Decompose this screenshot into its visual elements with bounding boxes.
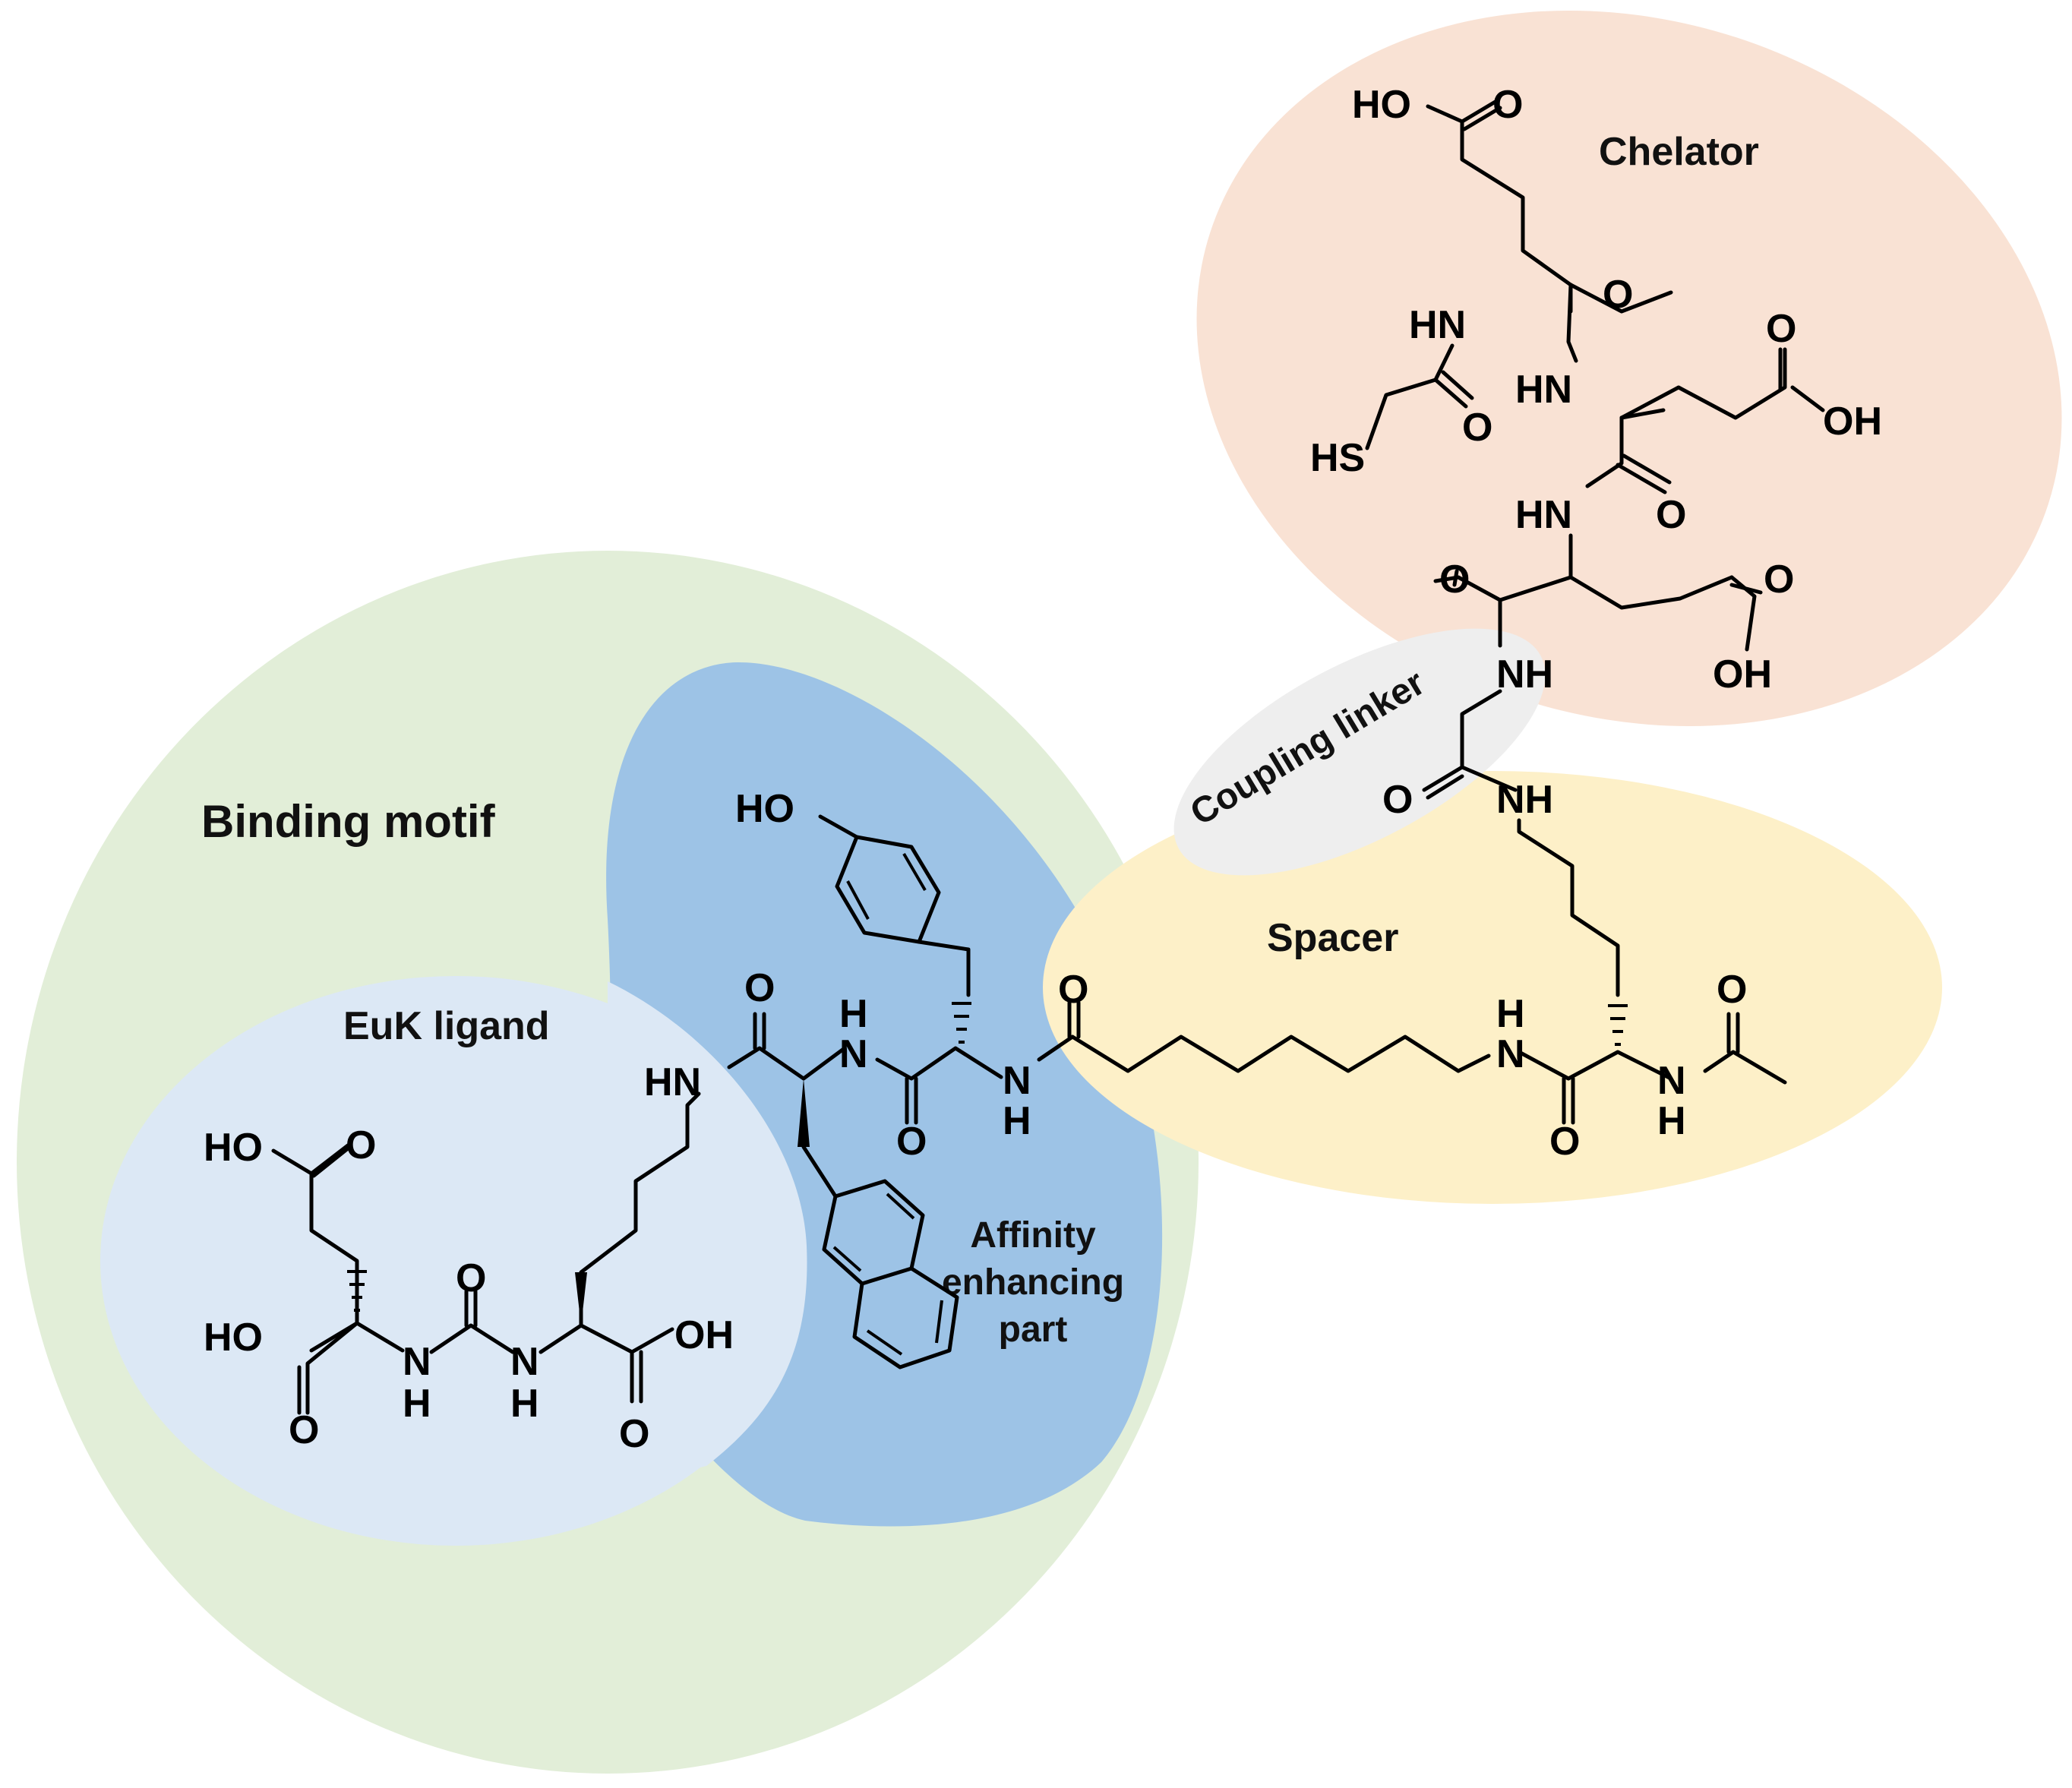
atom-o-acetyl: O [1717,968,1747,1012]
atom-oh-euk-lys: OH [674,1313,734,1357]
atom-o-thioacetyl: O [1462,406,1492,450]
affinity-label-line2: enhancing [942,1262,1124,1303]
atom-o-chel-low-carbonyl: O [1439,558,1470,602]
atom-h-acetyl: H [1657,1099,1686,1143]
atom-n-spacer-amide: N [1496,1032,1525,1076]
atom-hn-chel-upper: HN [1515,368,1572,412]
atom-hn-chel-top: HN [1409,303,1466,347]
atom-nh-lys-side: NH [1496,778,1553,822]
atom-labels: HO O HO O N H O N H OH O HN O H N O HO N… [204,83,1882,1456]
atom-n-urea-right: N [510,1340,539,1384]
spacer-label: Spacer [1267,916,1398,960]
atom-o-chel-mid: O [1656,493,1686,537]
atom-h-urea-right: H [510,1382,539,1426]
chelator-label: Chelator [1599,130,1759,174]
euk-ligand-overlap [608,981,807,1489]
euk-ligand-label: EuK ligand [343,1004,550,1048]
atom-ho-chel-top: HO [1352,83,1411,127]
atom-o-euk-alpha: O [289,1408,319,1452]
coupling-linker-region [1173,628,1546,876]
atom-o-chel-upper: O [1603,273,1633,317]
atom-o-chel-top: O [1492,83,1523,127]
atom-o-tyr-carbonyl: O [896,1120,927,1164]
atom-oh-chel-mid: OH [1823,400,1882,444]
atom-ho-euk-alpha: HO [204,1316,263,1360]
binding-motif-label: Binding motif [201,796,496,847]
spacer-region [1043,771,1942,1204]
atom-o-chel-mid-acid: O [1766,307,1796,351]
affinity-label-line1: Affinity [970,1215,1096,1256]
atom-n-urea-left: N [403,1340,431,1384]
affinity-label-line3: part [999,1309,1068,1350]
atom-o-euk-lys: O [619,1412,649,1456]
atom-hs: HS [1310,436,1365,480]
bond-network [271,98,1825,1415]
atom-h-urea-left: H [403,1382,431,1426]
atom-hn-chel-mid: HN [1515,493,1572,537]
atom-h-nal-amide: H [839,992,868,1036]
atom-o-gly: O [1382,778,1413,822]
atom-nh-gly: NH [1496,652,1553,697]
atom-o-chel-low-acid: O [1764,558,1794,602]
atom-n-tyr-amide: N [1003,1059,1031,1103]
stereo-bonds [347,1002,1628,1325]
atom-o-urea: O [456,1256,486,1300]
atom-o-euk-glu-top: O [346,1123,376,1167]
atom-o-nal-carbonyl: O [744,966,775,1010]
atom-h-tyr-amide: H [1003,1099,1031,1143]
atom-o-spacer-carbonyl: O [1058,968,1088,1012]
atom-oh-chel-low: OH [1713,652,1772,697]
atom-hn-lys-amide: HN [644,1060,701,1104]
atom-n-acetyl: N [1657,1059,1686,1103]
atom-o-lys-carbonyl: O [1549,1120,1580,1164]
atom-ho-euk-glu-top: HO [204,1126,263,1170]
chelator-region [1196,10,2062,727]
atom-n-nal-amide: N [839,1032,868,1076]
atom-h-spacer-amide: H [1496,992,1525,1036]
atom-ho-tyr: HO [735,787,794,831]
